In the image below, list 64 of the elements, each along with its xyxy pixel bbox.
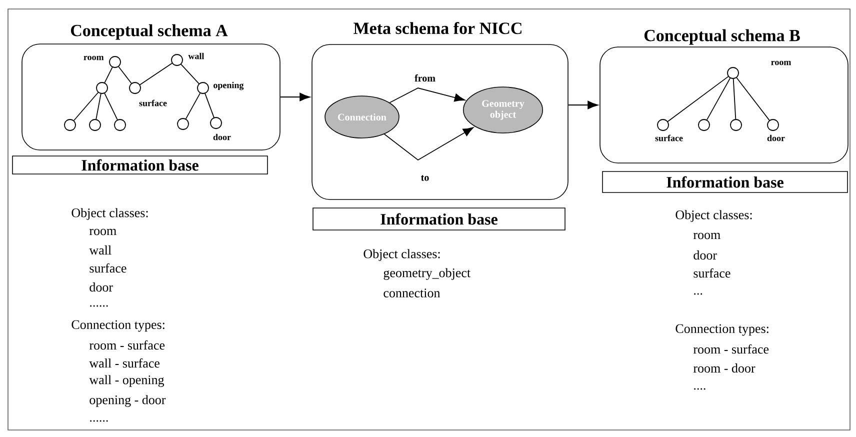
list-text: Connection types:: [676, 324, 768, 336]
list-text: geometry_object: [384, 268, 470, 280]
tree-line: [73, 92, 99, 121]
list-text: room: [89, 228, 116, 236]
list-text: opening - door: [90, 395, 166, 407]
tree-line: [736, 77, 770, 121]
list-text: door: [90, 282, 113, 292]
list-text: room - door: [693, 363, 756, 373]
schema-title: Meta schema for NICC: [354, 22, 522, 34]
list-text: wall: [89, 245, 112, 255]
list-text: room - surface: [89, 340, 165, 350]
tree-line: [204, 93, 214, 118]
list-text: room: [693, 232, 720, 240]
circle-label: door: [767, 134, 785, 142]
arrow: [389, 88, 466, 104]
circle-label: surface: [655, 134, 683, 142]
tree-circle: [114, 119, 126, 131]
tree-circle: [730, 119, 742, 131]
arrow: [280, 92, 310, 102]
circle-label: opening: [214, 82, 244, 90]
tree-circle: [96, 82, 108, 94]
tree-line: [96, 93, 102, 120]
edge-label: to: [420, 174, 430, 182]
arrow: [568, 100, 598, 110]
arrow: [384, 127, 474, 161]
tree-line: [706, 78, 731, 120]
tree-line: [118, 66, 132, 84]
information-box: Information base: [602, 171, 848, 193]
information-box: Information base: [312, 208, 566, 230]
information-box: Information base: [12, 156, 268, 174]
list-text: room - surface: [693, 344, 769, 354]
tree-circle: [64, 119, 76, 131]
tree-line: [104, 66, 113, 84]
circle-label: surface: [139, 100, 167, 106]
list-text: ......: [90, 420, 108, 422]
list-text: surface: [90, 263, 126, 273]
list-text: wall - opening: [89, 375, 164, 387]
list-text: ....: [694, 388, 706, 390]
circle-label: door: [213, 134, 231, 140]
list-text: Object classes:: [364, 249, 440, 261]
list-text: surface: [694, 268, 730, 278]
list-text: Object classes:: [72, 208, 148, 220]
list-text: wall - surface: [89, 358, 160, 368]
list-text: door: [694, 250, 717, 260]
schema-title: Conceptual schema B: [644, 29, 800, 45]
tree-line: [667, 76, 729, 122]
list-text: ......: [90, 305, 108, 307]
schema-title: Conceptual schema A: [70, 24, 228, 40]
list-text: Connection types:: [72, 320, 164, 332]
tree-circle: [698, 119, 710, 131]
edge-label: from: [414, 73, 436, 83]
tree-line: [140, 62, 172, 86]
tree-line: [732, 78, 736, 120]
tree-circle: [177, 118, 189, 130]
circle-label: room: [84, 56, 104, 60]
circle-label: wall: [188, 52, 204, 60]
circle-label: room: [771, 60, 792, 66]
tree-line: [180, 64, 200, 84]
tree-circle: [89, 119, 101, 131]
list-text: ...: [694, 293, 702, 295]
list-text: Object classes:: [676, 210, 752, 222]
tree-line: [185, 92, 201, 120]
list-text: connection: [384, 288, 440, 298]
tree-line: [104, 92, 118, 120]
